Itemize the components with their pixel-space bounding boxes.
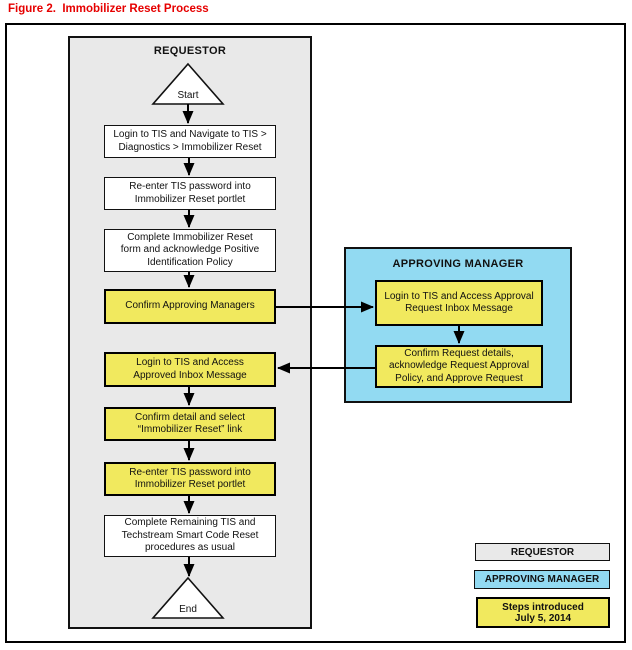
legend-new-steps: Steps introduced July 5, 2014 bbox=[476, 597, 610, 628]
step-login-navigate-tis: Login to TIS and Navigate to TIS > Diagn… bbox=[104, 125, 276, 158]
step-confirm-detail-select-link: Confirm detail and select “Immobilizer R… bbox=[104, 407, 276, 441]
step-reenter-tis-password-2: Re-enter TIS password into Immobilizer R… bbox=[104, 462, 276, 496]
step-complete-remaining-procedures: Complete Remaining TIS and Techstream Sm… bbox=[104, 515, 276, 557]
legend-approving-manager: APPROVING MANAGER bbox=[474, 570, 610, 589]
swimlane-requestor-title: REQUESTOR bbox=[153, 45, 227, 57]
legend-requestor: REQUESTOR bbox=[475, 543, 610, 561]
step-mgr-login-access-approval-inbox: Login to TIS and Access Approval Request… bbox=[375, 280, 543, 326]
step-login-access-approved-inbox: Login to TIS and Access Approved Inbox M… bbox=[104, 352, 276, 387]
step-confirm-approving-managers: Confirm Approving Managers bbox=[104, 289, 276, 324]
swimlane-approving-manager-title: APPROVING MANAGER bbox=[392, 258, 524, 270]
step-reenter-tis-password-1: Re-enter TIS password into Immobilizer R… bbox=[104, 177, 276, 210]
step-complete-immobilizer-form: Complete Immobilizer Reset form and ackn… bbox=[104, 229, 276, 272]
figure-title: Figure 2. Immobilizer Reset Process bbox=[8, 3, 209, 15]
step-mgr-confirm-approve-request: Confirm Request details, acknowledge Req… bbox=[375, 345, 543, 388]
